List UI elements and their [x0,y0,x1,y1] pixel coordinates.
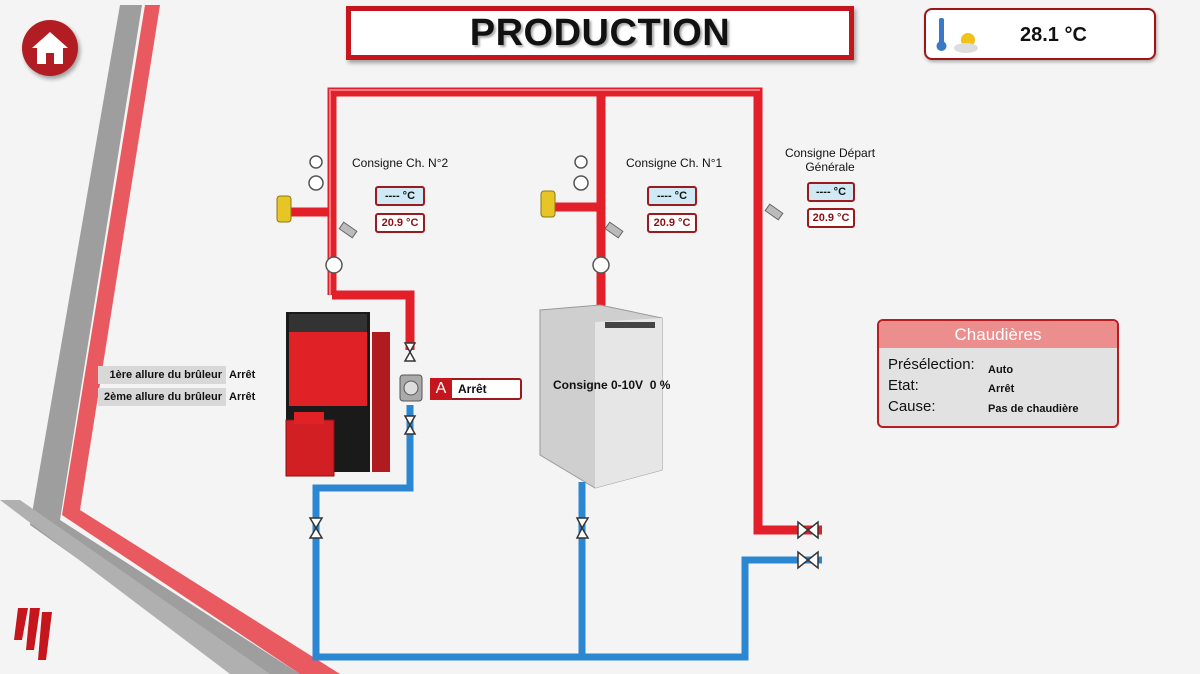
weather-thermometer-icon [936,18,978,53]
cause-value: Pas de chaudière [988,403,1079,415]
pump-mode-badge: A [430,378,452,400]
general-flow-label: Consigne Départ Générale [784,146,876,174]
preselection-label: Présélection: [888,356,975,373]
circuit-2-label: Consigne Ch. N°2 [352,156,449,170]
valve-icon [308,342,819,570]
boiler-2-icon [539,304,663,489]
burner-stage-2-value: Arrêt [229,391,256,403]
gauge-icon [308,155,610,274]
circuit-1-measured: 20.9 °C [647,213,697,233]
circulation-pump-icon [399,374,423,402]
company-logo [14,608,52,660]
circuit-2-measured: 20.9 °C [375,213,425,233]
burner-stage-2-label: 2ème allure du brûleur [98,388,226,406]
burner-stage-1-label: 1ère allure du brûleur [98,366,226,384]
home-icon [32,32,68,64]
safety-valve-icon [276,190,556,223]
general-flow-setpoint[interactable]: ---- °C [807,182,855,202]
burner-stage-1-value: Arrêt [229,369,256,381]
general-flow-measured: 20.9 °C [807,208,855,228]
page-title-text: PRODUCTION [469,11,731,54]
boilers-panel-title: Chaudières [879,321,1117,348]
hot-pipe-highlight [329,89,760,295]
pump-status-text: Arrêt [458,382,487,396]
preselection-value: Auto [988,364,1014,376]
circuit-1-setpoint[interactable]: ---- °C [647,186,697,206]
cause-label: Cause: [888,398,936,415]
boiler-1-icon [285,312,390,477]
boiler-2-setpoint: Consigne 0-10V 0 % [553,378,670,392]
temperature-sensor-icon [338,203,784,239]
circuit-2-setpoint[interactable]: ---- °C [375,186,425,206]
state-value: Arrêt [988,383,1015,395]
boiler-2-setpoint-label: Consigne 0-10V [553,378,644,392]
hot-pipes [285,87,822,535]
state-label: Etat: [888,377,919,394]
home-button[interactable] [22,20,78,76]
circuit-1-label: Consigne Ch. N°1 [626,156,723,170]
page-title: PRODUCTION [346,6,854,60]
outdoor-temperature-widget [924,8,1156,60]
outdoor-temperature-value: 28.1 °C [1020,24,1087,46]
decorative-swoosh [0,5,340,674]
boiler-2-setpoint-value: 0 % [649,378,671,392]
cold-pipes [312,405,822,661]
